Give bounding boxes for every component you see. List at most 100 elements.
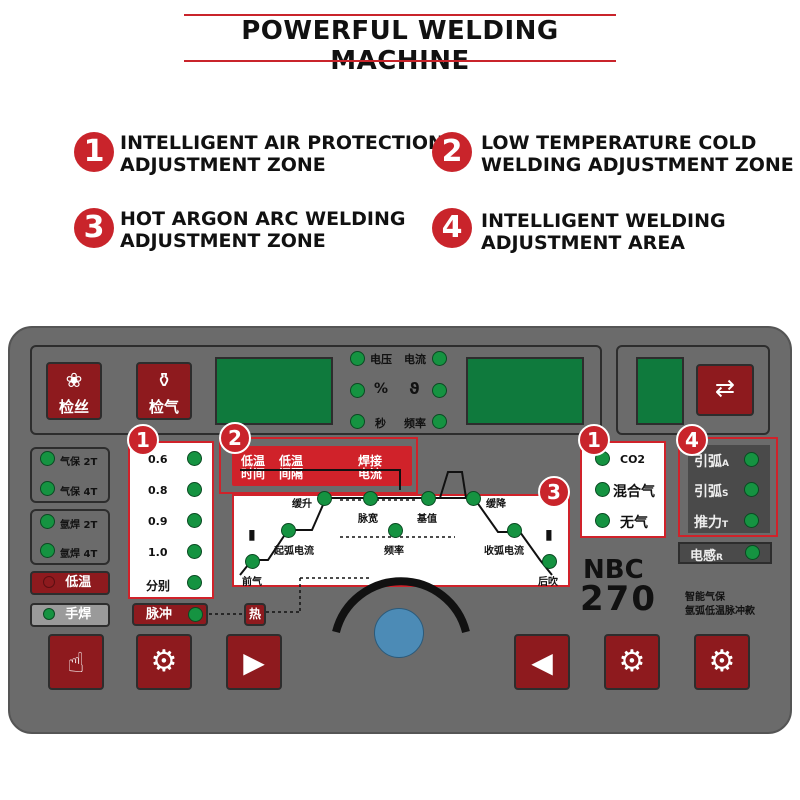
manual-button[interactable]: ☝ bbox=[48, 634, 104, 690]
zone-badge-3: 3 bbox=[538, 476, 570, 508]
inductance-label: 电感R bbox=[690, 549, 723, 564]
slow-rise-led[interactable] bbox=[317, 491, 332, 506]
voltage-label: 电压 bbox=[370, 353, 392, 366]
settings-middle-button[interactable]: ⚙ bbox=[604, 634, 660, 690]
second-led bbox=[350, 414, 365, 429]
model-desc-2: 氩弧低温脉冲款 bbox=[685, 606, 755, 617]
gas-check-label: 检气 bbox=[148, 398, 179, 416]
frequency-arc-led[interactable] bbox=[388, 523, 403, 538]
cold-weld-bar bbox=[232, 446, 412, 486]
manual-weld-led bbox=[42, 608, 55, 620]
settings-right-button[interactable]: ⚙ bbox=[694, 634, 750, 690]
pulse-width-label: 脉宽 bbox=[358, 514, 378, 525]
mode-gas-4t: 气保 4T bbox=[60, 487, 98, 498]
display-frame bbox=[30, 345, 602, 435]
wire-size-1-0: 1.0 bbox=[148, 546, 168, 559]
voltage-led bbox=[350, 351, 365, 366]
wire-led-0-9[interactable] bbox=[187, 513, 202, 528]
heat-label: 热 bbox=[248, 607, 261, 621]
zone-badge-2: 2 bbox=[219, 422, 251, 454]
inductance-led[interactable] bbox=[745, 545, 760, 560]
wire-led-0-6[interactable] bbox=[187, 451, 202, 466]
feature-2-number: 2 bbox=[432, 132, 472, 172]
no-gas-led[interactable] bbox=[595, 513, 610, 528]
thrust-t-led[interactable] bbox=[744, 513, 759, 528]
low-temp-button[interactable]: 低温 bbox=[30, 571, 110, 595]
zone-badge-4: 4 bbox=[676, 424, 708, 456]
settings-left-button[interactable]: ⚙ bbox=[136, 634, 192, 690]
base-value-label: 基值 bbox=[417, 514, 437, 525]
arc-start-current-led[interactable] bbox=[281, 523, 296, 538]
percent-label: % bbox=[374, 381, 389, 397]
arc-param-zone bbox=[678, 437, 778, 537]
feature-4-number: 4 bbox=[432, 208, 472, 248]
pre-gas-led[interactable] bbox=[245, 554, 260, 569]
manual-weld-button[interactable]: 手焊 bbox=[30, 603, 110, 627]
heat-button[interactable]: 热 bbox=[244, 603, 266, 626]
low-temp-led bbox=[42, 576, 55, 588]
percent-led bbox=[350, 383, 365, 398]
mixed-gas-label: 混合气 bbox=[613, 484, 655, 500]
arc-start-a-led[interactable] bbox=[744, 452, 759, 467]
mode-argon-2t: 氩焊 2T bbox=[60, 520, 98, 531]
manual-weld-label: 手焊 bbox=[65, 607, 92, 622]
feature-1-number: 1 bbox=[74, 132, 114, 172]
wire-led-0-8[interactable] bbox=[187, 482, 202, 497]
pulse-width-led[interactable] bbox=[363, 491, 378, 506]
page-title: POWERFUL WELDING MACHINE bbox=[241, 16, 559, 76]
wire-size-0-9: 0.9 bbox=[148, 515, 168, 528]
base-value-led[interactable] bbox=[421, 491, 436, 506]
argon-weld-mode-frame bbox=[30, 509, 110, 565]
model-name: NBC bbox=[583, 555, 644, 585]
adjustment-knob[interactable] bbox=[374, 608, 424, 658]
mixed-gas-led[interactable] bbox=[595, 482, 610, 497]
post-gas-led[interactable] bbox=[542, 554, 557, 569]
slow-rise-label: 缓升 bbox=[292, 499, 312, 510]
frequency-led bbox=[432, 414, 447, 429]
wire-check-label: 检丝 bbox=[58, 398, 89, 416]
right-lcd-display bbox=[466, 357, 584, 425]
mode-argon-4t: 氩焊 4T bbox=[60, 549, 98, 560]
feature-3-number: 3 bbox=[74, 208, 114, 248]
zone-badge-1-right: 1 bbox=[578, 424, 610, 456]
wire-led-separate[interactable] bbox=[187, 575, 202, 590]
previous-button[interactable]: ◀ bbox=[514, 634, 570, 690]
play-right-icon: ▶ bbox=[243, 646, 265, 679]
slow-fall-led[interactable] bbox=[466, 491, 481, 506]
arc-start-s-label: 引弧S bbox=[694, 484, 729, 500]
cloud-swap-icon: ⇄ bbox=[714, 374, 736, 402]
gas-check-button[interactable]: ⚱ 检气 bbox=[136, 362, 192, 420]
current-led bbox=[432, 351, 447, 366]
post-gas-cylinder-icon: ▮ bbox=[545, 527, 553, 543]
mode-led-1 bbox=[40, 451, 55, 466]
title-top-rule bbox=[184, 14, 616, 16]
wire-led-1-0[interactable] bbox=[187, 544, 202, 559]
wire-check-button[interactable]: ❀ 检丝 bbox=[46, 362, 102, 420]
current-label: 电流 bbox=[404, 353, 426, 366]
arc-start-s-led[interactable] bbox=[744, 482, 759, 497]
wire-size-separate: 分别 bbox=[146, 579, 171, 593]
model-number: 270 bbox=[580, 579, 657, 619]
low-temp-label: 低温 bbox=[65, 575, 92, 590]
gear-icon: ⚙ bbox=[618, 644, 646, 679]
next-button[interactable]: ▶ bbox=[226, 634, 282, 690]
mode-led-4 bbox=[40, 543, 55, 558]
gear-icon: ⚙ bbox=[150, 644, 178, 679]
left-lcd-display bbox=[215, 357, 333, 425]
wire-size-0-8: 0.8 bbox=[148, 484, 168, 497]
gas-type-zone bbox=[580, 441, 666, 538]
hand-icon: ☝ bbox=[67, 646, 85, 679]
pre-gas-cylinder-icon: ▮ bbox=[248, 527, 256, 543]
slow-fall-label: 缓降 bbox=[486, 499, 506, 510]
arc-end-current-led[interactable] bbox=[507, 523, 522, 538]
play-left-icon: ◀ bbox=[531, 646, 553, 679]
pre-gas-label: 前气 bbox=[242, 577, 262, 588]
zone-badge-1-left: 1 bbox=[127, 424, 159, 456]
small-lcd-display bbox=[636, 357, 684, 425]
frequency-arc-label: 频率 bbox=[384, 546, 404, 557]
recall-button[interactable]: ⇄ bbox=[696, 364, 754, 416]
